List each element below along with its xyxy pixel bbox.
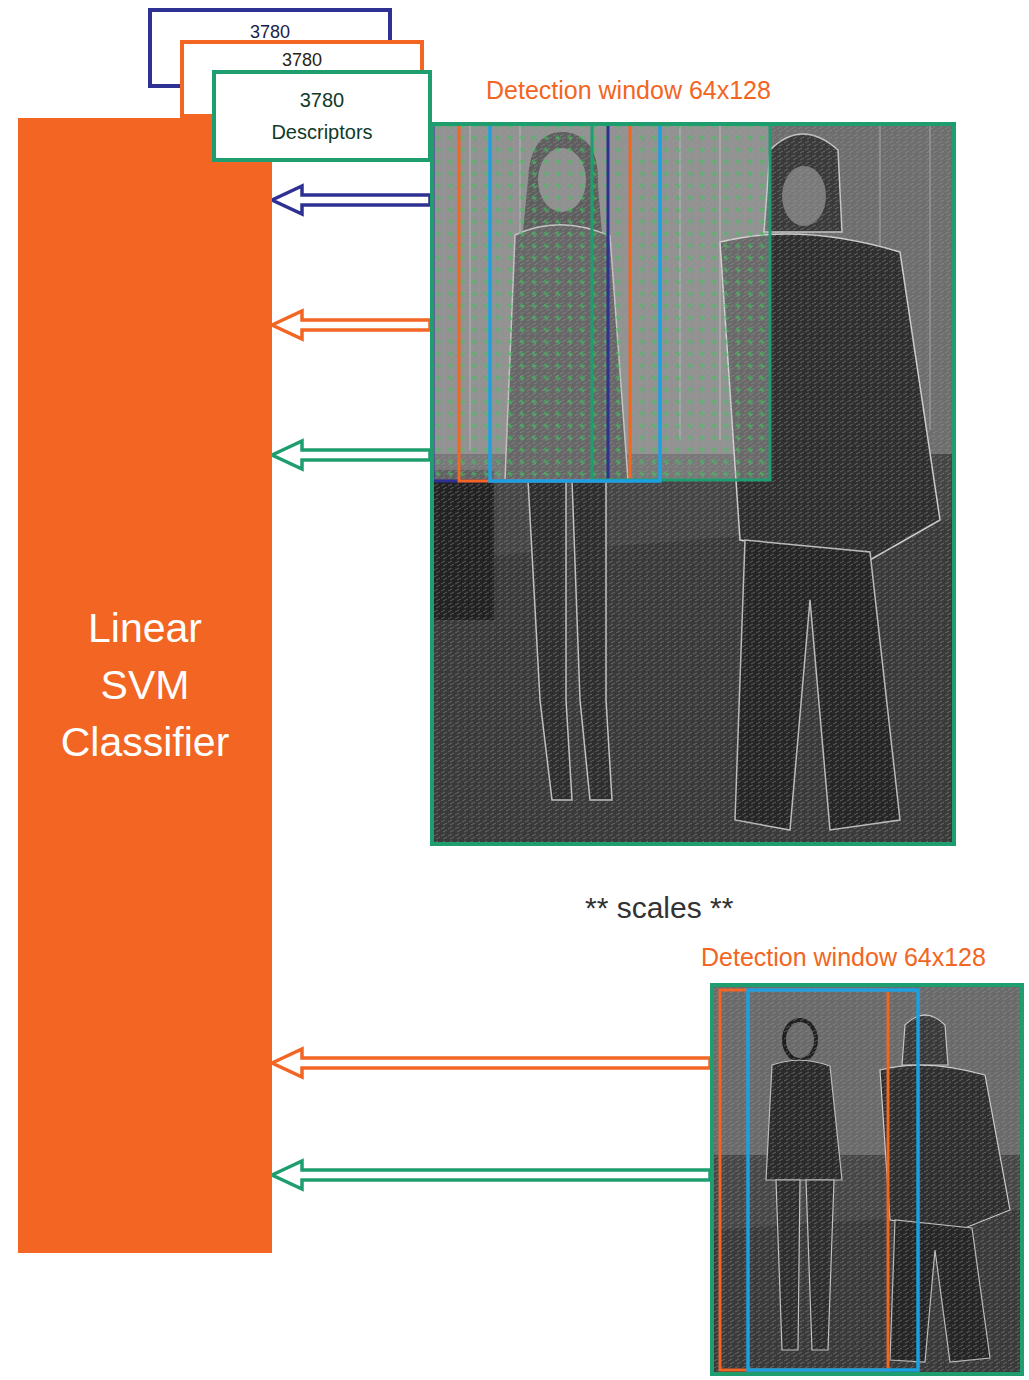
- descriptor-count: 3780 Descriptors: [257, 84, 387, 148]
- photo-ground: [712, 985, 1022, 1373]
- photo-ground: [432, 124, 954, 844]
- street-photo-large: [432, 124, 954, 844]
- classifier-label: Linear SVM Classifier: [45, 600, 245, 771]
- descriptor-count: 3780: [184, 50, 420, 70]
- detection-window: [720, 990, 888, 1370]
- arrow-connector: [272, 441, 430, 469]
- detection-window: [459, 124, 630, 481]
- detection-window: [748, 990, 918, 1370]
- street-photo-small: [712, 985, 1022, 1373]
- descriptor-count: 3780: [152, 22, 388, 42]
- arrow-connector: [272, 186, 430, 214]
- arrow-connector: [272, 1049, 710, 1077]
- label-holder: ** scales **: [585, 891, 733, 925]
- arrow-connector: [272, 1161, 710, 1189]
- edge-texture: [712, 985, 1022, 1373]
- window-caption: Detection window 64x128: [701, 943, 986, 971]
- edge-texture: [432, 124, 954, 844]
- window-caption: Detection window 64x128: [486, 76, 771, 104]
- descriptor-box: 3780 Descriptors: [212, 70, 432, 162]
- image-frame: Detection window 64x128: [430, 122, 956, 846]
- detection-window: [490, 124, 660, 481]
- arrow-connector: [272, 311, 430, 339]
- detection-window: [592, 124, 770, 480]
- image-frame: Detection window 64x128: [710, 983, 1024, 1376]
- scale-note: ** scales **: [585, 891, 733, 925]
- classifier-block: Linear SVM Classifier: [18, 118, 272, 1253]
